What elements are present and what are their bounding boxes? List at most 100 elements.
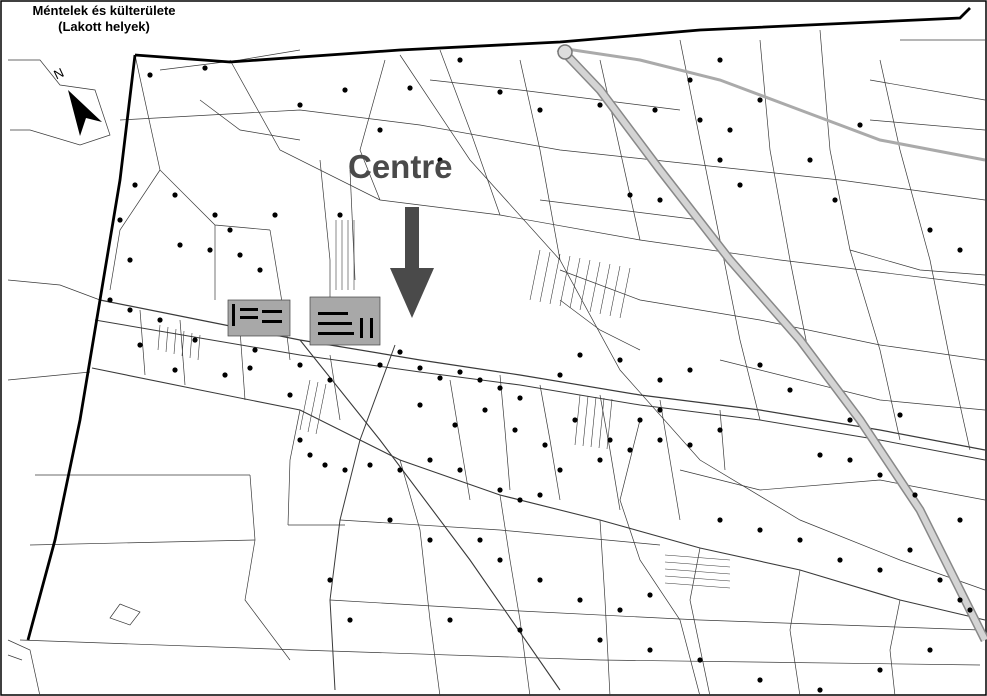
settlement-dot [437, 375, 443, 381]
settlement-dot [192, 337, 198, 343]
settlement-dot [127, 307, 133, 313]
settlement-dot [387, 517, 393, 523]
municipal-boundary-west [26, 54, 137, 641]
settlement-dot [627, 192, 633, 198]
centre-area [227, 296, 381, 346]
settlement-dot [857, 122, 863, 128]
settlement-dot [222, 372, 228, 378]
settlement-dot [537, 492, 543, 498]
settlement-dot [847, 457, 853, 463]
settlement-dot [542, 442, 548, 448]
settlement-dot [627, 447, 633, 453]
north-arrow-icon [68, 90, 102, 136]
settlement-dot [817, 452, 823, 458]
settlement-dot [572, 417, 578, 423]
settlement-dot [697, 657, 703, 663]
settlement-dot [957, 517, 963, 523]
settlement-dots [107, 57, 973, 693]
map-title-line2: (Lakott helyek) [58, 19, 150, 34]
settlement-dot [227, 227, 233, 233]
settlement-dot [347, 617, 353, 623]
settlement-dot [172, 192, 178, 198]
settlement-dot [652, 107, 658, 113]
map-title: Méntelek és külterülete (Lakott helyek) [4, 3, 204, 35]
settlement-dot [482, 407, 488, 413]
settlement-dot [127, 257, 133, 263]
settlement-dot [877, 567, 883, 573]
settlement-dot [212, 212, 218, 218]
settlement-dot [452, 422, 458, 428]
settlement-dot [877, 667, 883, 673]
settlement-dot [757, 97, 763, 103]
settlement-dot [737, 182, 743, 188]
map-title-line1: Méntelek és külterülete [32, 3, 176, 18]
settlement-dot [327, 577, 333, 583]
settlement-dot [297, 437, 303, 443]
parcel-lines [7, 29, 986, 696]
municipal-boundary-north [134, 7, 971, 64]
settlement-dot [897, 412, 903, 418]
settlement-dot [287, 392, 293, 398]
settlement-dot [687, 367, 693, 373]
settlement-dot [657, 377, 663, 383]
settlement-dot [377, 127, 383, 133]
settlement-dot [172, 367, 178, 373]
settlement-dot [537, 577, 543, 583]
settlement-dot [207, 247, 213, 253]
settlement-dot [132, 182, 138, 188]
settlement-dot [657, 197, 663, 203]
settlement-dot [272, 212, 278, 218]
settlement-dot [647, 647, 653, 653]
settlement-dot [477, 537, 483, 543]
settlement-dot [577, 597, 583, 603]
settlement-dot [297, 102, 303, 108]
settlement-dot [497, 385, 503, 391]
settlement-dot [457, 369, 463, 375]
settlement-dot [577, 352, 583, 358]
settlement-dot [397, 349, 403, 355]
settlement-dot [177, 242, 183, 248]
settlement-dot [687, 77, 693, 83]
settlement-dot [967, 607, 973, 613]
settlement-dot [717, 427, 723, 433]
settlement-dot [512, 427, 518, 433]
settlement-dot [757, 677, 763, 683]
settlement-dot [417, 365, 423, 371]
settlement-dot [957, 597, 963, 603]
settlement-dot [907, 547, 913, 553]
settlement-dot [607, 437, 613, 443]
settlement-dot [337, 212, 343, 218]
settlement-dot [697, 117, 703, 123]
settlement-dot [437, 157, 443, 163]
settlement-dot [367, 462, 373, 468]
settlement-dot [957, 247, 963, 253]
settlement-dot [787, 387, 793, 393]
settlement-dot [937, 577, 943, 583]
settlement-dot [597, 102, 603, 108]
settlement-dot [847, 417, 853, 423]
settlement-dot [237, 252, 243, 258]
settlement-dot [517, 395, 523, 401]
settlement-dot [727, 127, 733, 133]
settlement-dot [757, 527, 763, 533]
settlement-dot [147, 72, 153, 78]
settlement-dot [427, 537, 433, 543]
settlement-dot [757, 362, 763, 368]
settlement-dot [137, 342, 143, 348]
settlement-dot [342, 87, 348, 93]
settlement-dot [797, 537, 803, 543]
settlement-dot [517, 497, 523, 503]
settlement-dot [417, 402, 423, 408]
settlement-dot [107, 297, 113, 303]
centre-label: Centre [348, 148, 453, 185]
settlement-dot [717, 157, 723, 163]
settlement-dot [687, 442, 693, 448]
strip-parcels [157, 220, 731, 589]
settlement-dot [157, 317, 163, 323]
settlement-dot [657, 437, 663, 443]
settlement-dot [597, 457, 603, 463]
